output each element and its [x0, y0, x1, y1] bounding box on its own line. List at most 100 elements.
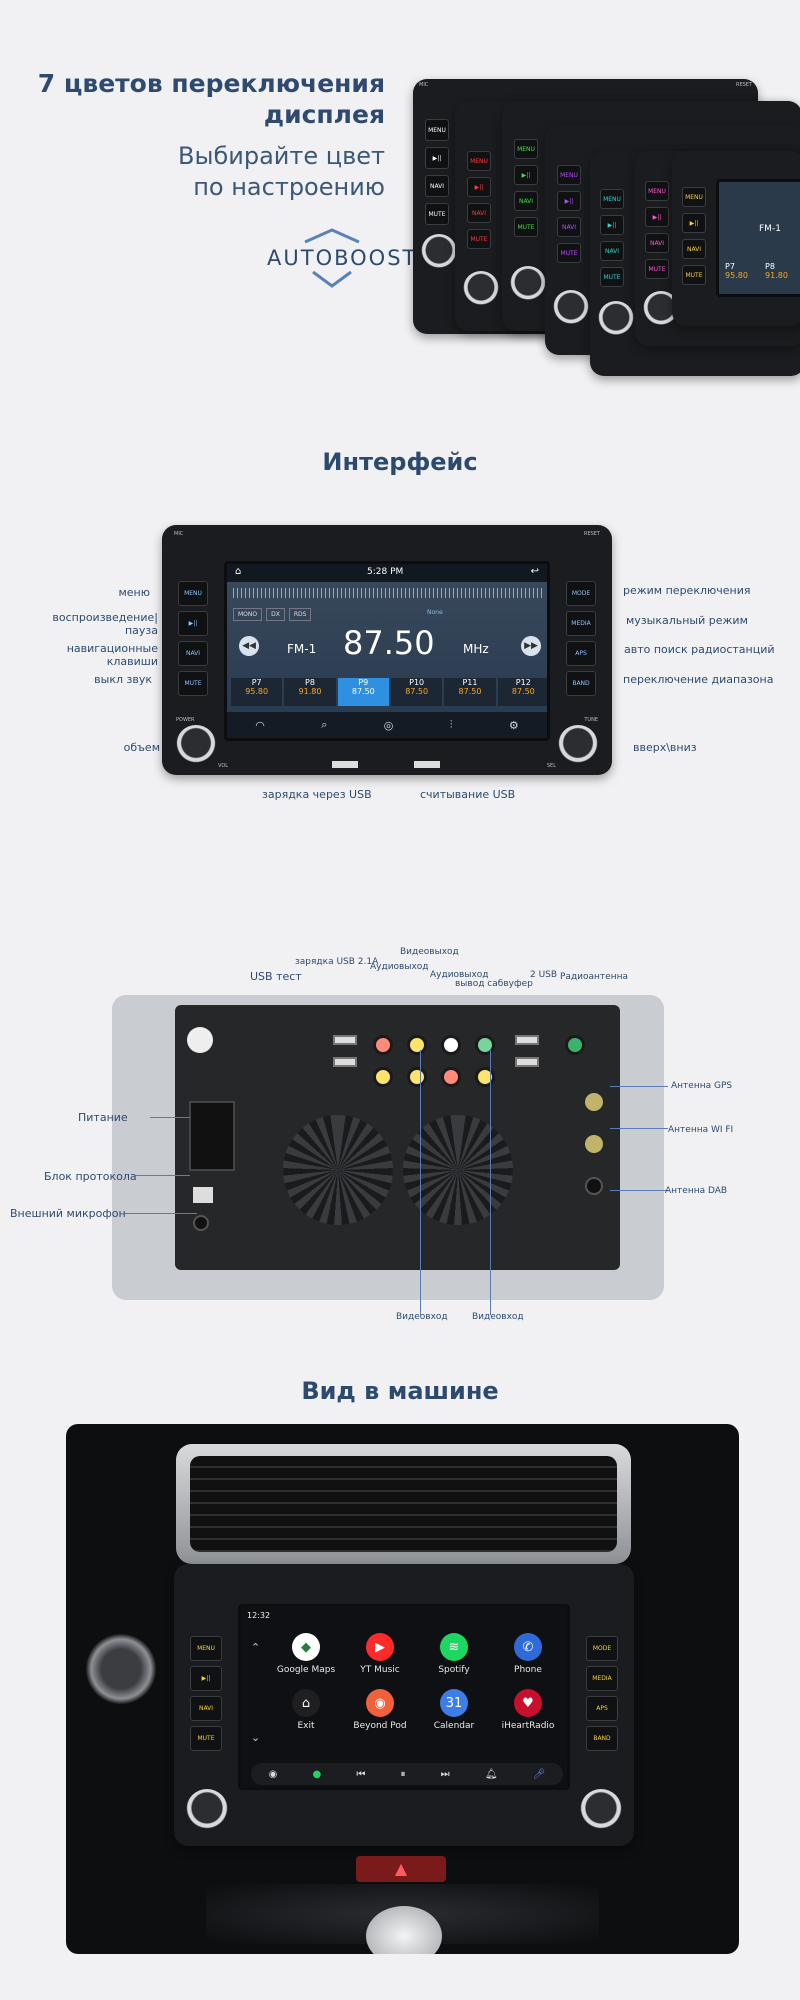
rca-yellow-2	[407, 1035, 427, 1055]
car-right-buttons: MODE MEDIA APS BAND	[586, 1636, 618, 1751]
app-icon: ◉	[366, 1689, 394, 1717]
label-usb-read: считывание USB	[420, 788, 516, 801]
volume-knob[interactable]	[176, 725, 216, 765]
chip-dx[interactable]: DX	[266, 608, 285, 621]
car-aps-button[interactable]: APS	[586, 1696, 618, 1721]
label-video-in-1: Видеовход	[396, 1312, 448, 1322]
rca-yellow-3	[407, 1067, 427, 1087]
radio-chips: MONO DX RDS	[233, 608, 312, 621]
chip-rds[interactable]: RDS	[288, 608, 312, 621]
next-track-icon[interactable]: ⏭	[440, 1768, 450, 1780]
app-label: Beyond Pod	[353, 1721, 407, 1731]
band-button[interactable]: BAND	[566, 671, 596, 696]
car-play-button[interactable]: ▶||	[190, 1666, 222, 1691]
app-icon: 31	[440, 1689, 468, 1717]
play-pause-button[interactable]: ▶||	[178, 611, 208, 636]
car-menu-button[interactable]: MENU	[190, 1636, 222, 1661]
left-buttons: MENU ▶|| NAVI MUTE	[178, 581, 208, 696]
pause-icon[interactable]: ⏸	[400, 1768, 406, 1780]
scroll-up-icon[interactable]: ⌃	[251, 1641, 261, 1654]
home-icon[interactable]: ⌂	[235, 566, 242, 577]
equalizer-icon[interactable]: ⫶	[449, 718, 453, 731]
search-icon[interactable]: ⌕	[321, 718, 328, 731]
app-grid: ◆Google Maps ▶ YT Music ≋Spotify✆Phone ⌂Exit…	[271, 1633, 567, 1753]
app-label: Exit	[297, 1721, 315, 1731]
car-navi-button[interactable]: NAVI	[190, 1696, 222, 1721]
app-tile[interactable]: ✆Phone	[493, 1633, 563, 1675]
car-mute-button[interactable]: MUTE	[190, 1726, 222, 1751]
menu-button[interactable]: MENU	[178, 581, 208, 606]
bottom-toolbar: ◠ ⌕ ◎ ⫶ ⚙	[227, 712, 547, 738]
media-button[interactable]: MEDIA	[566, 611, 596, 636]
mode-button[interactable]: MODE	[566, 581, 596, 606]
air-vent-frame	[176, 1444, 631, 1564]
microphone-icon[interactable]: 🎤︎	[532, 1768, 546, 1780]
scan-icon[interactable]: ◎	[383, 718, 394, 732]
label-menu: меню	[118, 586, 150, 599]
seek-back-icon[interactable]: ◀◀	[239, 636, 259, 656]
mute-button[interactable]: MUTE	[178, 671, 208, 696]
gps-port	[585, 1093, 603, 1111]
usb-port-charge	[332, 761, 358, 768]
home-circle-icon[interactable]: ◉	[268, 1768, 278, 1780]
carplay-dock: ◉ ● ⏮ ⏸ ⏭ 🔔︎ 🎤︎	[251, 1763, 563, 1785]
app-icon: ▶	[366, 1633, 394, 1661]
car-band-button[interactable]: BAND	[586, 1726, 618, 1751]
color-units-stack: MIC RESET MENU ▶|| NAVI MUTE MENU ▶|| NA…	[410, 75, 800, 385]
label-video-in-2: Видеовход	[472, 1312, 524, 1322]
vol-label: VOL	[218, 763, 229, 769]
label-audio-out-1: Аудиовыход	[370, 962, 429, 972]
app-tile[interactable]: ≋Spotify	[419, 1633, 489, 1675]
app-label: iHeartRadio	[501, 1721, 555, 1731]
app-tile[interactable]: ⌂Exit	[271, 1689, 341, 1731]
app-tile[interactable]: ♥iHeartRadio	[493, 1689, 563, 1731]
notification-bell-icon[interactable]: 🔔︎	[484, 1768, 498, 1780]
dab-port	[585, 1177, 603, 1195]
back-icon[interactable]: ↩	[530, 566, 539, 577]
car-mode-button[interactable]: MODE	[586, 1636, 618, 1661]
app-icon: ◆	[292, 1633, 320, 1661]
hazard-button[interactable]: ▲	[356, 1856, 446, 1882]
rca-red-2	[441, 1067, 461, 1087]
sel-label: SEL	[546, 763, 556, 769]
seek-forward-icon[interactable]: ▶▶	[521, 636, 541, 656]
app-label: YT Music	[360, 1665, 400, 1675]
chip-none: None	[427, 609, 443, 616]
app-tile[interactable]: ◆Google Maps	[271, 1633, 341, 1675]
section1-subtitle: Выбирайте цвет по настроению	[100, 141, 385, 203]
car-clock: 12:32	[247, 1611, 271, 1620]
car-volume-knob[interactable]	[186, 1789, 228, 1831]
back-chassis	[175, 1005, 620, 1270]
label-two-usb: 2 USB	[530, 970, 558, 980]
leader-gps	[610, 1086, 668, 1087]
scroll-down-icon[interactable]: ⌄	[251, 1731, 261, 1744]
navi-button[interactable]: NAVI	[178, 641, 208, 666]
app-icon: ≋	[440, 1633, 468, 1661]
rca-yellow-4	[475, 1067, 495, 1087]
previous-track-icon[interactable]: ⏮	[356, 1768, 366, 1780]
right-buttons: MODE MEDIA APS BAND	[566, 581, 596, 696]
carplay-screen: 12:32 ⌃ ⌄ ◆Google Maps ▶ YT Music ≋Spotify✆…	[238, 1604, 570, 1790]
title-line2: дисплея	[263, 100, 385, 129]
chip-mono[interactable]: MONO	[233, 608, 263, 621]
app-tile[interactable]: ◉ Beyond Pod	[345, 1689, 415, 1731]
app-tile[interactable]: ▶ YT Music	[345, 1633, 415, 1675]
power-label: POWER	[176, 717, 195, 723]
settings-icon[interactable]: ⚙	[508, 718, 519, 732]
tune-knob[interactable]	[558, 725, 598, 765]
car-tune-knob[interactable]	[580, 1789, 622, 1831]
spotify-dock-icon[interactable]: ●	[312, 1768, 322, 1780]
radio-screen: ⌂ 5:28 PM ↩ MONO DX RDS None ◀◀ ▶▶ FM-1 …	[224, 561, 550, 741]
status-bar: ⌂ 5:28 PM ↩	[227, 564, 547, 582]
subtitle-line1: Выбирайте цвет	[178, 142, 385, 170]
rss-icon[interactable]: ◠	[255, 718, 265, 732]
aps-button[interactable]: APS	[566, 641, 596, 666]
car-media-button[interactable]: MEDIA	[586, 1666, 618, 1691]
